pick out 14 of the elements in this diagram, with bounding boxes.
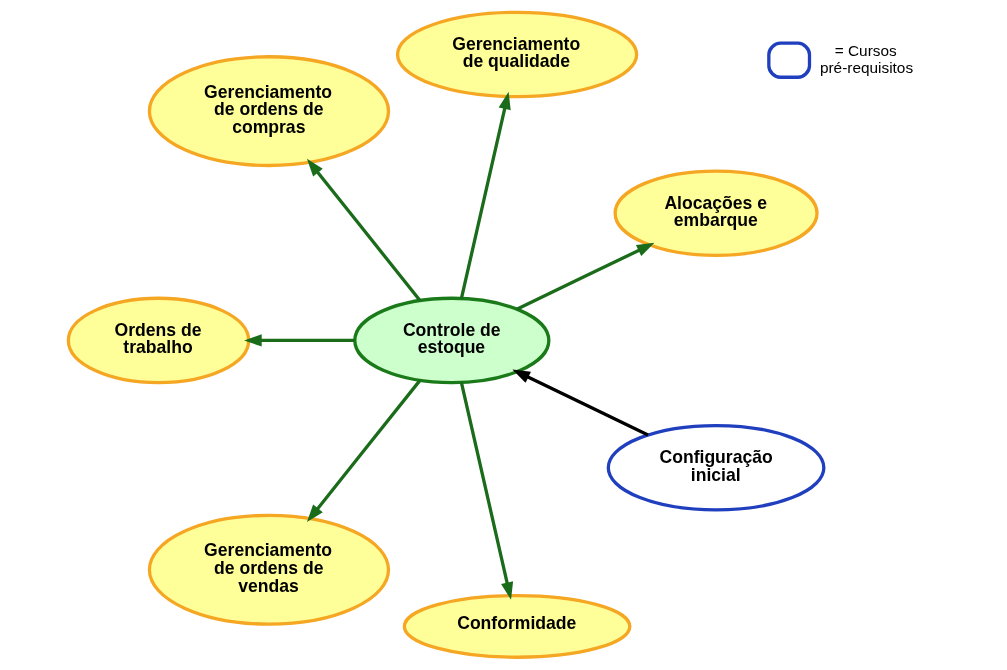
node-ellipse: Conformidade (402, 593, 632, 659)
node-ellipse: Gerenciamento de ordens de compras (147, 55, 391, 168)
arrow (512, 369, 649, 437)
legend-label: = Cursos pré-requisitos (819, 42, 914, 76)
node-ellipse: Configuração inicial (606, 423, 826, 512)
node-ellipse: Gerenciamento de ordens de vendas (147, 513, 391, 626)
arrow (459, 381, 514, 600)
arrow (459, 91, 511, 299)
arrow (516, 242, 655, 311)
arrow (306, 379, 422, 523)
arrow (306, 158, 422, 302)
node-ellipse: Gerenciamento de qualidade (395, 10, 639, 99)
node-ellipse: Ordens de trabalho (66, 296, 251, 385)
arrow (244, 334, 355, 347)
